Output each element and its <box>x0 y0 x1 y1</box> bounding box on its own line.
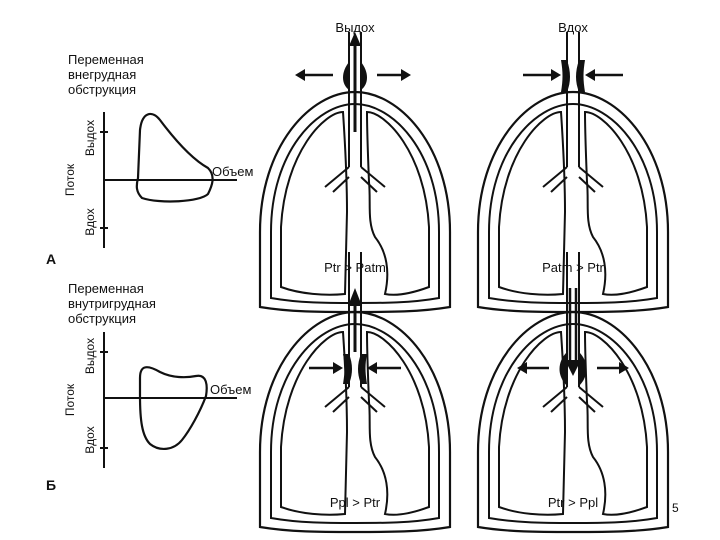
panel-a-letter: А <box>46 251 56 267</box>
header-inhale: Вдох <box>558 20 588 35</box>
panel-b: Переменная внутригрудная обструкция Пото… <box>46 252 668 532</box>
panel-b-flow-volume-loop <box>140 367 207 449</box>
panel-a-title-line-1: Переменная <box>68 52 144 67</box>
panel-b-volume-label: Объем <box>210 382 251 397</box>
panel-b-title-line-1: Переменная <box>68 281 144 296</box>
panel-a-inhale-label: Вдох <box>83 208 97 235</box>
panel-b-flow-label: Поток <box>63 383 77 416</box>
panel-b-inhale-label: Вдох <box>83 426 97 453</box>
caption-b-left: Ppl > Ptr <box>330 495 381 510</box>
panel-a-title-line-3: обструкция <box>68 82 136 97</box>
panel-b-title-line-3: обструкция <box>68 311 136 326</box>
panel-a: Переменная внегрудная обструкция Поток В… <box>46 20 668 312</box>
panel-a-flow-label: Поток <box>63 163 77 196</box>
panel-b-letter: Б <box>46 477 56 493</box>
panel-a-exhale-label: Выдох <box>83 120 97 156</box>
caption-a-right: Patm > Ptr <box>542 260 604 275</box>
lung-diagram-b-right <box>478 252 668 532</box>
lung-diagram-b-left <box>260 252 450 532</box>
panel-a-flow-volume-loop <box>137 114 213 201</box>
panel-a-volume-label: Объем <box>212 164 253 179</box>
page-number: 5 <box>672 501 679 515</box>
panel-b-exhale-label: Выдох <box>83 338 97 374</box>
panel-a-title-line-2: внегрудная <box>68 67 136 82</box>
caption-a-left: Ptr > Patm <box>324 260 386 275</box>
caption-b-right: Ptr > Ppl <box>548 495 598 510</box>
panel-b-title-line-2: внутригрудная <box>68 296 156 311</box>
